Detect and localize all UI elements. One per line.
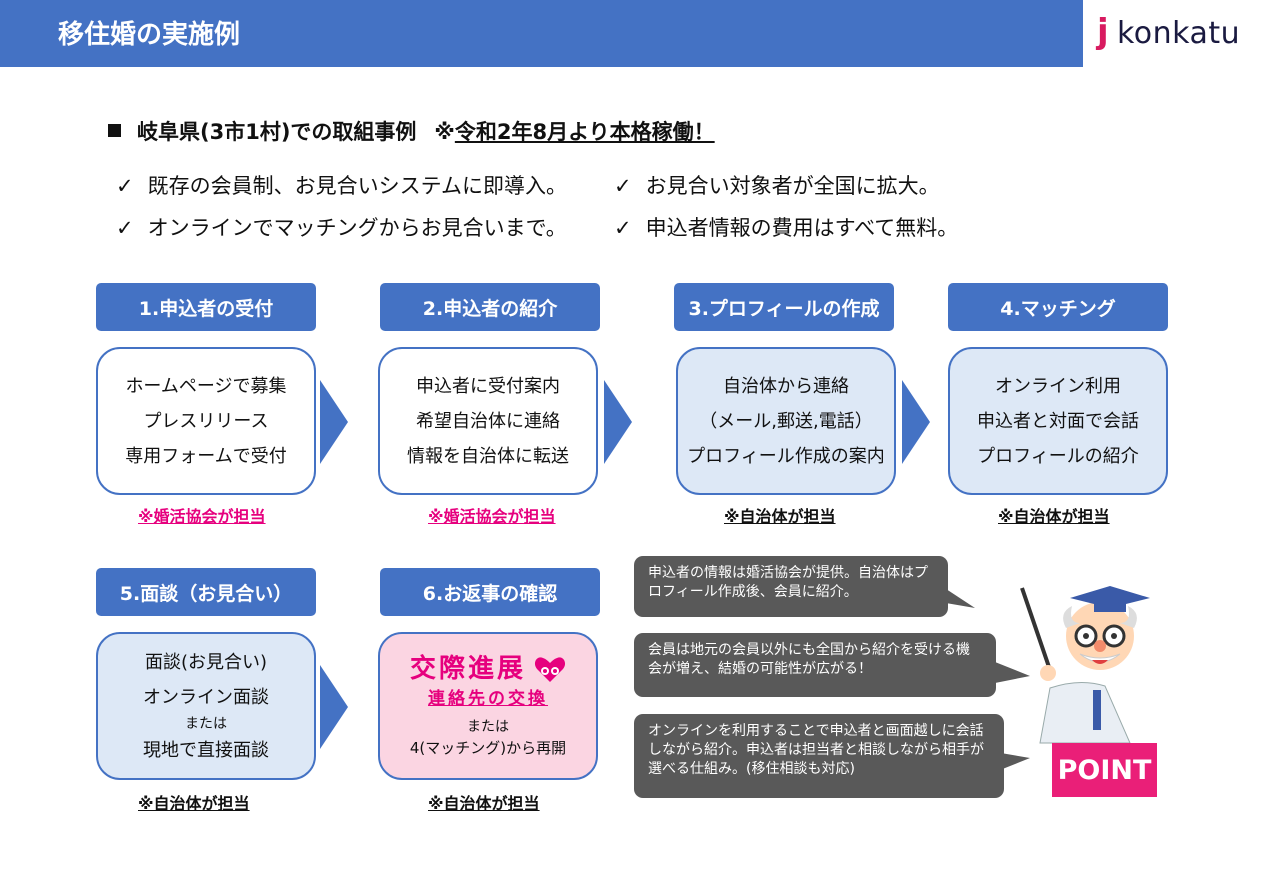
- arrow-right-icon: [604, 380, 632, 464]
- checkmark-icon: ✓: [116, 174, 134, 198]
- step-line: プレスリリース: [143, 410, 269, 432]
- checkmark-icon: ✓: [614, 174, 632, 198]
- step-line: プロフィール作成の案内: [687, 445, 885, 467]
- step-2-note: ※婚活協会が担当: [428, 507, 556, 526]
- step-6-restart: 4(マッチング)から再開: [409, 739, 567, 757]
- square-bullet-icon: [108, 124, 121, 137]
- step-5-note: ※自治体が担当: [138, 794, 250, 813]
- logo-text: konkatu: [1117, 16, 1241, 51]
- arrow-right-icon: [320, 380, 348, 464]
- header-bar: 移住婚の実施例 j konkatu: [0, 0, 1261, 67]
- step-line: ホームページで募集: [125, 375, 287, 397]
- step-6-sub: 連絡先の交換: [428, 689, 548, 709]
- step-line: オンライン面談: [143, 686, 269, 708]
- step-2-title: 2.申込者の紹介: [380, 283, 600, 331]
- step-line: 申込者と対面で会話: [977, 410, 1139, 432]
- checkmark-icon: ✓: [116, 216, 134, 240]
- step-line: 申込者に受付案内: [416, 375, 560, 397]
- step-line: オンライン利用: [995, 375, 1121, 397]
- check-item-3: ✓ オンラインでマッチングからお見合いまで。: [116, 212, 567, 242]
- step-1-box: ホームページで募集 プレスリリース 専用フォームで受付: [96, 347, 316, 495]
- arrow-right-icon: [320, 665, 348, 749]
- step-3-title: 3.プロフィールの作成: [674, 283, 894, 331]
- check-item-1: ✓ 既存の会員制、お見合いシステムに即導入。: [116, 170, 567, 200]
- speech-bubble-1: 申込者の情報は婚活協会が提供。自治体はプロフィール作成後、会員に紹介。: [634, 556, 948, 617]
- step-6-or: または: [467, 719, 509, 735]
- step-line: 面談(お見合い): [144, 651, 268, 673]
- step-6-highlight: 交際進展: [410, 652, 566, 686]
- couple-heart-icon: [534, 657, 566, 682]
- step-3-box: 自治体から連絡 （メール,郵送,電話） プロフィール作成の案内: [676, 347, 896, 495]
- brand-logo: j konkatu: [1083, 0, 1261, 67]
- page-title: 移住婚の実施例: [58, 20, 241, 50]
- step-1-title: 1.申込者の受付: [96, 283, 316, 331]
- step-3-note: ※自治体が担当: [724, 507, 836, 526]
- step-line: 現地で直接面談: [143, 739, 269, 761]
- step-6-note: ※自治体が担当: [428, 794, 540, 813]
- check-item-4: ✓ 申込者情報の費用はすべて無料。: [614, 212, 958, 242]
- step-line: 希望自治体に連絡: [416, 410, 560, 432]
- check-text: 既存の会員制、お見合いシステムに即導入。: [147, 174, 567, 198]
- step-line: 専用フォームで受付: [125, 445, 287, 467]
- step-4-box: オンライン利用 申込者と対面で会話 プロフィールの紹介: [948, 347, 1168, 495]
- lead-text: 岐阜県(3市1村)での取組事例: [137, 120, 417, 144]
- check-text: 申込者情報の費用はすべて無料。: [645, 216, 959, 240]
- step-1-note: ※婚活協会が担当: [138, 507, 266, 526]
- step-4-note: ※自治体が担当: [998, 507, 1110, 526]
- logo-mark: j: [1097, 12, 1109, 52]
- point-badge: POINT: [1052, 743, 1157, 797]
- lead-heading: 岐阜県(3市1村)での取組事例 ※令和2年8月より本格稼働！: [108, 116, 715, 146]
- professor-illustration: [1020, 586, 1150, 744]
- step-5-box: 面談(お見合い) オンライン面談 または 現地で直接面談: [96, 632, 316, 780]
- checkmark-icon: ✓: [614, 216, 632, 240]
- step-4-title: 4.マッチング: [948, 283, 1168, 331]
- step-line: 情報を自治体に転送: [407, 445, 569, 467]
- check-text: お見合い対象者が全国に拡大。: [645, 174, 940, 198]
- check-text: オンラインでマッチングからお見合いまで。: [147, 216, 567, 240]
- arrow-right-icon: [902, 380, 930, 464]
- step-line: プロフィールの紹介: [977, 445, 1139, 467]
- speech-bubble-3: オンラインを利用することで申込者と画面越しに会話しながら紹介。申込者は担当者と相…: [634, 714, 1004, 798]
- step-line: （メール,郵送,電話）: [699, 410, 873, 432]
- highlight-text: 交際進展: [409, 654, 526, 684]
- lead-note: 令和2年8月より本格稼働！: [454, 120, 715, 144]
- speech-bubble-2: 会員は地元の会員以外にも全国から紹介を受ける機会が増え、結婚の可能性が広がる！: [634, 633, 996, 697]
- step-6-title: 6.お返事の確認: [380, 568, 600, 616]
- step-5-title: 5.面談（お見合い）: [96, 568, 316, 616]
- check-item-2: ✓ お見合い対象者が全国に拡大。: [614, 170, 940, 200]
- step-2-box: 申込者に受付案内 希望自治体に連絡 情報を自治体に転送: [378, 347, 598, 495]
- step-6-box: 交際進展 連絡先の交換 または 4(マッチング)から再開: [378, 632, 598, 780]
- lead-note-prefix: ※: [434, 120, 455, 144]
- step-line-or: または: [185, 715, 227, 732]
- step-line: 自治体から連絡: [723, 375, 849, 397]
